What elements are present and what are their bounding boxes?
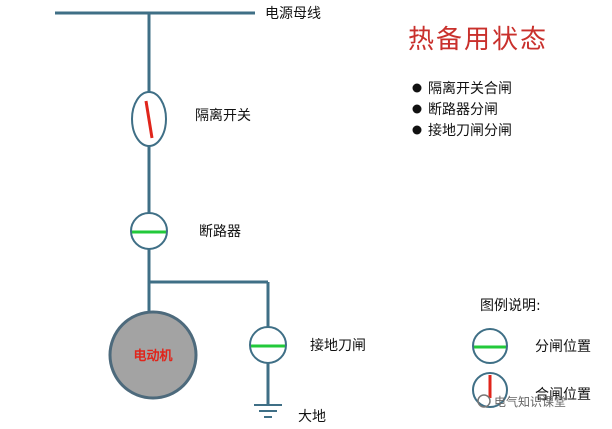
breaker-label: 断路器 (199, 224, 241, 240)
legend-title: 图例说明: (480, 298, 541, 314)
motor-label: 电动机 (133, 348, 172, 364)
diagram-title: 热备用状态 (408, 25, 548, 55)
watermark: 电气知识课堂 (477, 394, 566, 409)
bullet-icon (412, 104, 422, 114)
legend-closed-label: 合闸位置 (535, 387, 591, 403)
legend-open-label: 分闸位置 (535, 339, 591, 355)
isolator-label: 隔离开关 (195, 107, 251, 124)
bullet-icon (412, 83, 422, 93)
busbar-label: 电源母线 (265, 6, 321, 22)
status-item: 断路器分闸 (428, 102, 498, 118)
earth-switch-label: 接地刀闸 (310, 337, 366, 354)
ground-icon (254, 404, 282, 418)
status-item: 接地刀闸分闸 (428, 122, 512, 139)
bullet-icon (412, 125, 422, 135)
status-item: 隔离开关合闸 (428, 80, 512, 97)
motor (108, 310, 198, 400)
watermark-text: 电气知识课堂 (494, 394, 566, 409)
status-list: 隔离开关合闸 断路器分闸 接地刀闸分闸 (412, 80, 512, 139)
ground-label: 大地 (298, 409, 326, 425)
wechat-icon (477, 394, 491, 408)
isolator-closed-indicator (144, 100, 154, 139)
